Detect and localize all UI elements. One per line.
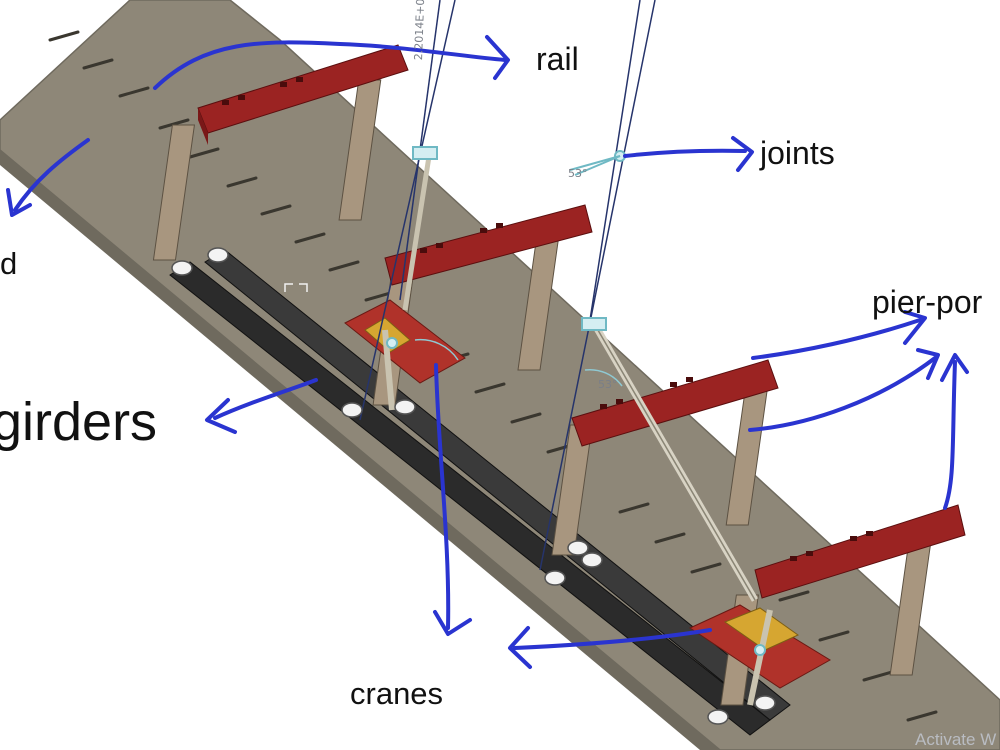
label-rail: rail	[536, 41, 579, 77]
angle-arcs	[414, 338, 623, 387]
annotation-arrow-icon	[748, 356, 937, 432]
activate-windows-watermark: Activate W	[915, 730, 997, 749]
joint-marker-icon	[581, 552, 603, 568]
annotation-arrow-icon	[623, 148, 747, 158]
joint-marker-icon	[394, 399, 416, 415]
annotation-arrow-icon	[213, 378, 318, 420]
annotation-arrows	[6, 35, 969, 669]
angle-label-2: 53°	[598, 378, 618, 391]
joint-marker-icon	[707, 709, 729, 725]
pier-portal-1	[152, 44, 409, 261]
selection-bracket	[284, 283, 308, 292]
label-girders: girders	[0, 392, 158, 452]
annotation-arrow-icon	[153, 40, 507, 90]
annotation-arrow-icon	[751, 318, 922, 360]
bridge-deck-side	[0, 150, 720, 750]
joint-marker-icon	[341, 402, 363, 418]
label-pier-portal: pier-por	[872, 284, 983, 320]
label-joints: joints	[760, 135, 835, 171]
cap-bolts	[222, 77, 873, 561]
label-partial-left: d	[0, 246, 18, 281]
annotation-arrow-icon	[943, 360, 957, 510]
angle-label-1: 53°	[568, 167, 588, 180]
annotation-arrow-icon	[13, 138, 90, 212]
joint-marker-icon	[544, 570, 566, 586]
joint-marker-icon	[171, 260, 193, 276]
joint-marker-icon	[567, 540, 589, 556]
annotation-arrow-icon	[513, 628, 712, 650]
dimension-text: 2.2014E+01	[412, 0, 428, 61]
annotation-arrow-icon	[434, 363, 451, 630]
joint-widgets	[386, 146, 766, 656]
label-cranes: cranes	[350, 676, 444, 711]
joint-marker-icon	[207, 247, 229, 263]
pier-portal-3	[551, 359, 779, 556]
joint-marker-icon	[754, 695, 776, 711]
joint-markers	[171, 247, 776, 725]
